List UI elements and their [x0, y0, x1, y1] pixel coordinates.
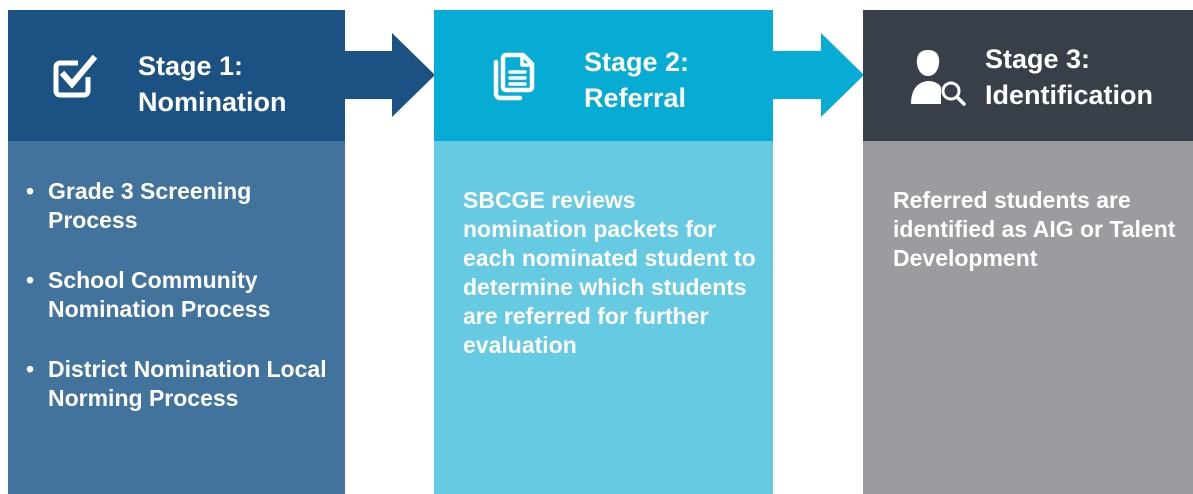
- stage-1-nomination: Stage 1: Nomination • Grade 3 Screening …: [8, 10, 345, 494]
- stage-3-header: Stage 3: Identification: [863, 10, 1193, 141]
- stage-3-title-line2: Identification: [985, 80, 1153, 110]
- list-item: • School Community Nomination Process: [22, 266, 340, 324]
- list-item-text: Grade 3 Screening Process: [48, 178, 252, 233]
- stage-1-header: Stage 1: Nomination: [8, 10, 345, 141]
- stage-2-title: Stage 2: Referral: [584, 44, 689, 116]
- stage-2-referral: Stage 2: Referral SBCGE reviews nominati…: [434, 10, 773, 494]
- stage-2-header: Stage 2: Referral: [434, 10, 773, 141]
- user-search-icon: [911, 50, 966, 106]
- stage-2-title-line2: Referral: [584, 83, 687, 113]
- list-item: • District Nomination Local Norming Proc…: [22, 355, 340, 413]
- arrow-stage2-to-stage3: [773, 33, 864, 117]
- list-item-text: District Nomination Local Norming Proces…: [48, 356, 327, 411]
- stage-1-title-line2: Nomination: [138, 87, 287, 117]
- stage-2-description: SBCGE reviews nomination packets for eac…: [463, 187, 756, 358]
- stage-1-body: • Grade 3 Screening Process • School Com…: [8, 141, 345, 494]
- bullet-marker: •: [26, 267, 35, 293]
- checkbox-check-icon: [53, 54, 98, 98]
- list-item: • Grade 3 Screening Process: [22, 177, 340, 235]
- stage-3-identification: Stage 3: Identification Referred student…: [863, 10, 1193, 494]
- list-item-text: School Community Nomination Process: [48, 267, 271, 322]
- stage-1-list: • Grade 3 Screening Process • School Com…: [22, 177, 340, 444]
- stage-3-title-line1: Stage 3:: [985, 44, 1091, 74]
- arrow-stage1-to-stage2: [345, 33, 435, 117]
- stage-3-description: Referred students are identified as AIG …: [893, 187, 1176, 271]
- stage-2-body: SBCGE reviews nomination packets for eac…: [434, 141, 773, 494]
- stage-2-title-line1: Stage 2:: [584, 47, 690, 77]
- stage-3-title: Stage 3: Identification: [985, 41, 1153, 113]
- bullet-marker: •: [26, 178, 35, 204]
- bullet-marker: •: [26, 356, 35, 382]
- stage-1-title: Stage 1: Nomination: [138, 48, 287, 120]
- stage-1-title-line1: Stage 1:: [138, 51, 244, 81]
- documents-icon: [493, 52, 535, 101]
- stage-3-body: Referred students are identified as AIG …: [863, 141, 1193, 494]
